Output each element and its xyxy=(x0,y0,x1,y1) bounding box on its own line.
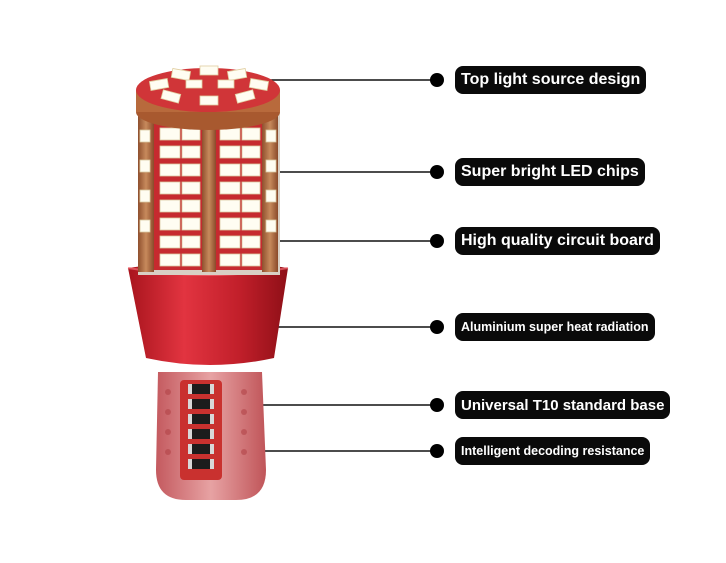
label-text: Top light source design xyxy=(461,71,641,88)
connector-dot-icon xyxy=(430,165,444,179)
led-column xyxy=(138,110,280,275)
connector-dot-icon xyxy=(430,73,444,87)
label-top-light-source: Top light source design xyxy=(455,66,647,94)
label-text: Aluminium super heat radiation xyxy=(461,320,649,334)
label-led-chips: Super bright LED chips xyxy=(455,158,645,186)
label-heat-radiation: Aluminium super heat radiation xyxy=(455,313,655,341)
aluminium-housing xyxy=(127,261,289,365)
resistor-chips xyxy=(188,384,214,469)
label-text: Intelligent decoding resistance xyxy=(461,444,645,458)
led-chip-icons xyxy=(139,127,277,267)
connector-dot-icon xyxy=(430,234,444,248)
connector-dot-icon xyxy=(430,398,444,412)
connector-dot-icon xyxy=(430,444,444,458)
top-light-disc xyxy=(136,65,280,130)
label-text: Super bright LED chips xyxy=(461,163,639,180)
connector-dots xyxy=(430,73,444,458)
label-decoding-resistance: Intelligent decoding resistance xyxy=(455,437,651,465)
label-text: Universal T10 standard base xyxy=(461,396,665,414)
label-text: High quality circuit board xyxy=(461,232,654,249)
label-circuit-board: High quality circuit board xyxy=(455,227,660,255)
connector-dot-icon xyxy=(430,320,444,334)
t10-wedge-base xyxy=(156,372,266,500)
label-t10-base: Universal T10 standard base xyxy=(455,391,671,419)
